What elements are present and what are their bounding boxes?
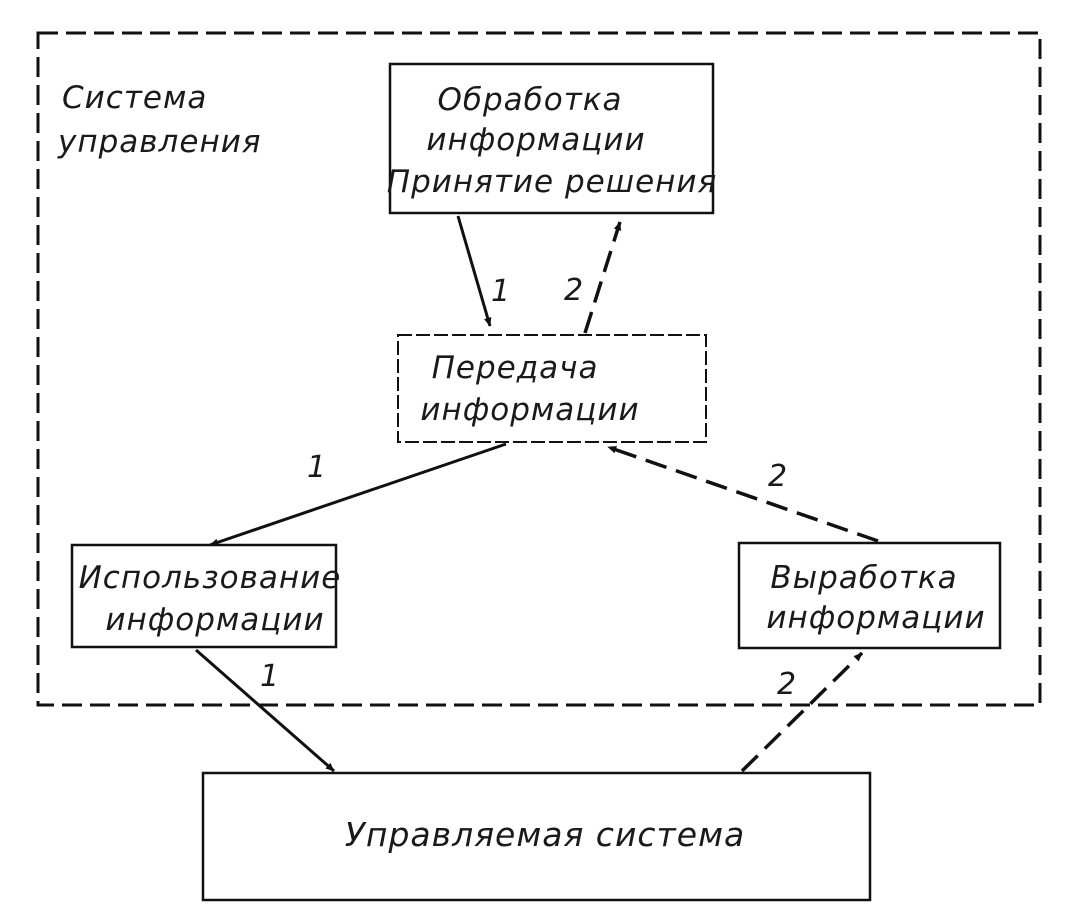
edge-transmission-to-usage-label: 1 xyxy=(307,450,326,485)
edge-usage-to-controlled-label: 1 xyxy=(260,659,279,694)
edge-generation-to-transmission-label: 2 xyxy=(768,459,787,494)
edge-processing-to-transmission xyxy=(456,215,492,327)
controlled-system-node-label: Управляемая система xyxy=(345,815,745,854)
edge-transmission-to-processing-label: 2 xyxy=(564,273,583,308)
generation-node-line1: Выработка xyxy=(770,560,957,596)
edge-generation-to-transmission xyxy=(607,445,879,543)
edge-processing-to-transmission-label: 1 xyxy=(491,274,510,309)
edge-transmission-to-usage xyxy=(209,442,507,547)
control-system-label-line1: Система xyxy=(62,80,207,116)
processing-node-line2: информации xyxy=(426,122,645,158)
control-system-frame xyxy=(36,31,1042,707)
usage-node-line1: Использование xyxy=(79,560,342,596)
control-system-label-line2: управления xyxy=(57,124,262,160)
edge-usage-to-controlled xyxy=(195,648,335,773)
processing-node-line3: Принятие решения xyxy=(387,164,717,200)
edge-controlled-to-generation-label: 2 xyxy=(777,667,796,702)
usage-node: Использование информации xyxy=(70,543,342,649)
processing-node: Обработка информации Принятие решения xyxy=(387,62,717,215)
transmission-node-line1: Передача xyxy=(432,350,599,386)
controlled-system-node: Управляемая система xyxy=(201,771,872,902)
processing-node-line1: Обработка xyxy=(437,82,622,118)
edge-controlled-to-generation xyxy=(740,651,864,773)
edge-transmission-to-processing xyxy=(583,221,622,334)
generation-node-line2: информации xyxy=(766,600,985,636)
usage-node-line2: информации xyxy=(105,602,324,638)
generation-node: Выработка информации xyxy=(737,541,1002,650)
transmission-node-line2: информации xyxy=(420,392,639,428)
transmission-node: Передача информации xyxy=(397,334,707,443)
